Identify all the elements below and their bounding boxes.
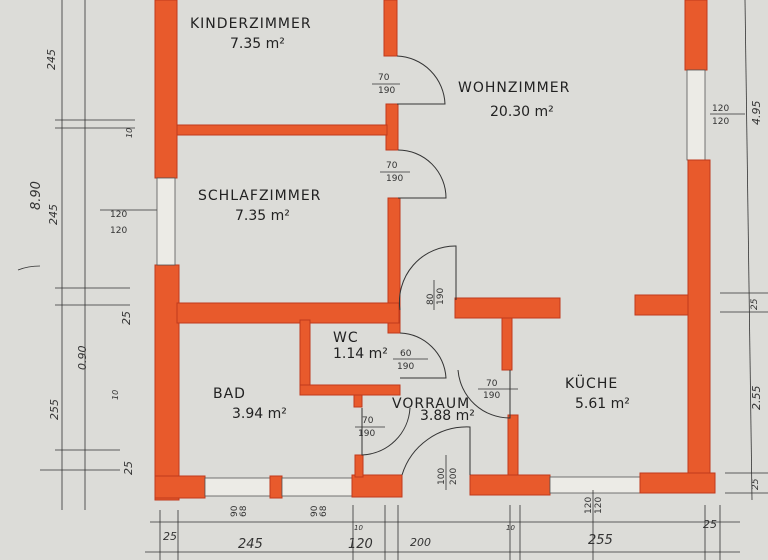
svg-text:90: 90 (310, 505, 320, 517)
svg-text:60: 60 (400, 349, 412, 359)
room-area-schlafzimmer: 7.35 m² (235, 208, 290, 224)
dim-bottom-4: 120 (348, 537, 373, 552)
window-bad-1 (204, 477, 271, 497)
svg-text:120: 120 (712, 117, 729, 127)
svg-text:200: 200 (449, 468, 459, 485)
dim-left-2: 10 (125, 128, 134, 138)
window-schlafzimmer (156, 177, 176, 266)
door-kueche (457, 369, 511, 419)
svg-text:70: 70 (378, 73, 390, 83)
svg-text:100: 100 (437, 468, 447, 485)
door-kinderzimmer (396, 55, 446, 105)
window-bad-2 (281, 477, 353, 497)
svg-text:190: 190 (397, 362, 414, 372)
room-name-kueche: KÜCHE (565, 374, 618, 392)
scribble-mark (17, 265, 41, 271)
doors (361, 55, 511, 476)
dim-bottom-3: 10 (354, 524, 363, 532)
dim-bottom-8: 25 (703, 518, 717, 531)
door-bad (361, 407, 411, 456)
svg-text:190: 190 (483, 391, 500, 401)
dim-bottom-1: 25 (163, 530, 177, 543)
dim-left-3: 245 (47, 204, 60, 225)
room-area-kueche: 5.61 m² (575, 396, 630, 412)
dim-left-6: 10 (111, 390, 120, 400)
svg-text:68: 68 (239, 505, 249, 517)
room-name-wc: WC (333, 330, 359, 346)
room-area-vorraum: 3.88 m² (420, 408, 475, 424)
room-area-kinderzimmer: 7.35 m² (230, 36, 285, 52)
dim-right-1: 4.95 (750, 101, 763, 126)
svg-text:70: 70 (386, 161, 398, 171)
room-area-wc: 1.14 m² (333, 346, 388, 362)
svg-text:120: 120 (110, 226, 127, 236)
room-name-schlafzimmer: SCHLAFZIMMER (198, 188, 321, 204)
svg-text:68: 68 (319, 505, 329, 517)
room-area-wohnzimmer: 20.30 m² (490, 104, 554, 120)
svg-text:190: 190 (358, 429, 375, 439)
room-labels: KINDERZIMMER 7.35 m² WOHNZIMMER 20.30 m²… (190, 16, 630, 424)
door-entrance (401, 426, 471, 476)
room-name-wohnzimmer: WOHNZIMMER (458, 80, 570, 96)
dim-left-1: 245 (45, 49, 58, 70)
window-wohnzimmer (686, 69, 706, 161)
svg-text:190: 190 (378, 86, 395, 96)
dim-right-2: 25 (750, 298, 760, 310)
room-area-bad: 3.94 m² (232, 406, 287, 422)
opening-label: 120 120 (110, 210, 127, 236)
dim-bottom-5: 200 (410, 536, 431, 549)
dim-left-total: 8.90 (29, 181, 44, 210)
dim-bottom-7: 255 (588, 533, 613, 548)
svg-text:120: 120 (712, 104, 729, 114)
door-schlafzimmer (397, 149, 447, 199)
room-name-kinderzimmer: KINDERZIMMER (190, 16, 312, 32)
door-wc (399, 332, 447, 379)
svg-text:80: 80 (426, 293, 436, 305)
svg-text:90: 90 (230, 505, 240, 517)
dim-left-8: 25 (122, 461, 135, 475)
svg-text:70: 70 (362, 416, 374, 426)
window-kueche (549, 476, 641, 494)
walls (154, 0, 716, 501)
svg-text:70: 70 (486, 379, 498, 389)
dimension-lines (40, 0, 768, 560)
dim-bottom-2: 245 (238, 537, 263, 552)
dim-left-4: 25 (120, 311, 133, 325)
room-name-vorraum: VORRAUM (392, 396, 470, 412)
svg-text:190: 190 (436, 288, 446, 305)
dim-left-5: 0.90 (76, 346, 89, 371)
svg-text:190: 190 (386, 174, 403, 184)
dim-left-7: 255 (48, 399, 61, 420)
svg-text:120: 120 (594, 497, 604, 514)
svg-text:120: 120 (584, 497, 594, 514)
dim-bottom-6: 10 (506, 524, 515, 532)
dim-right-3: 2.55 (750, 386, 763, 411)
room-name-bad: BAD (213, 386, 246, 402)
door-wohnzimmer (398, 245, 457, 311)
svg-text:120: 120 (110, 210, 127, 220)
dimension-labels: 245 10 245 25 0.90 10 255 25 8.90 25 245… (17, 49, 763, 552)
dim-right-4: 25 (751, 478, 761, 490)
